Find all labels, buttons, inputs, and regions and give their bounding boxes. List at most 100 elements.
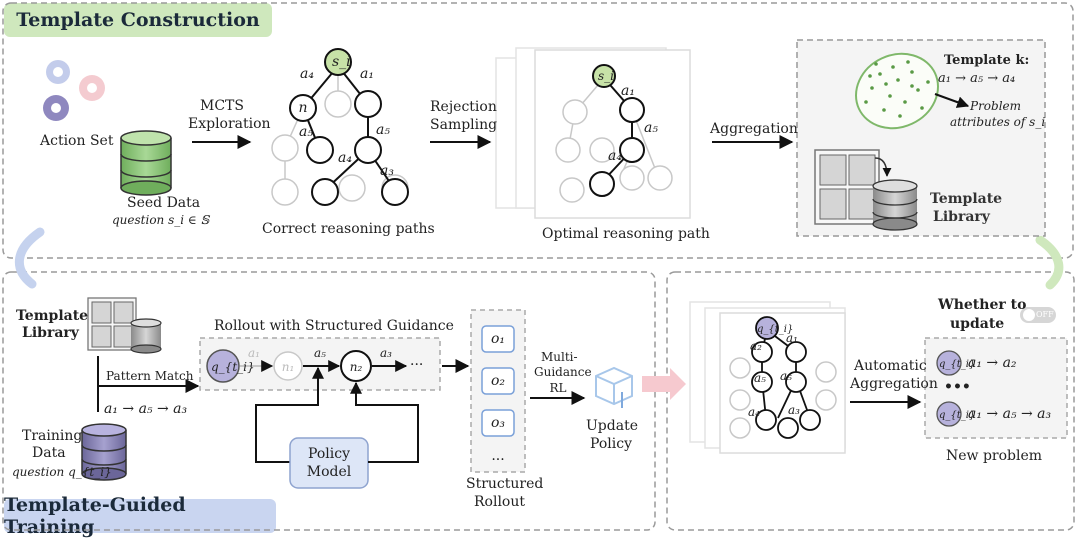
policy-model-label-2: Model (306, 464, 352, 480)
page-edge-a3: a₃ (788, 403, 800, 417)
multi-guidance-label-1: Multi- (541, 350, 578, 364)
tree-root-label: s_i (332, 54, 351, 70)
mcts-label-1: MCTS (200, 98, 244, 114)
output-o1 (481, 325, 515, 353)
rollout-node-n2: n₂ (349, 360, 363, 374)
mcts-label-2: Exploration (188, 116, 271, 132)
aggregation-label: Aggregation (710, 121, 798, 137)
opt-edge-a5: a₅ (644, 120, 658, 136)
tree-edge-a1: a₁ (360, 66, 374, 82)
page-root-label: q_{t_i} (757, 324, 794, 335)
transition-arrow (642, 368, 686, 400)
rollout-title: Rollout with Structured Guidance (214, 318, 454, 334)
rejection-label-1: Rejection (430, 99, 497, 115)
pattern-sequence: a₁ → a₅ → a₃ (104, 401, 188, 417)
output-ellipsis: ... (491, 448, 505, 464)
whether-update-label-2: update (950, 316, 1005, 332)
template-library-label-1: Template (930, 191, 1003, 207)
problem-attributes-label-1: Problem (970, 99, 1022, 113)
output-o1-label: o₁ (490, 331, 506, 347)
training-data-label-2: Data (32, 445, 66, 461)
bottom-left-frame (2, 271, 656, 531)
output-o3-label: o₃ (490, 415, 506, 431)
bottom-template-library-label-2: Library (22, 325, 79, 341)
seed-data-database-icon (120, 130, 172, 196)
rollout-node-q: q_{t_i} (211, 360, 255, 374)
new-problem-label: New problem (946, 448, 1043, 464)
result-node-q-2: q_{t_i} (939, 410, 976, 421)
policy-model-label-1: Policy (308, 446, 350, 462)
cube-icon (595, 366, 633, 408)
rollout-edge-a1: a₁ (248, 346, 260, 360)
new-problem-pages (689, 301, 846, 454)
template-library-icon (814, 149, 918, 231)
opt-root-label: s_i (598, 69, 614, 83)
correct-paths-label: Correct reasoning paths (262, 221, 435, 237)
update-policy-label-2: Policy (590, 436, 632, 452)
toggle-off-label[interactable]: OFF (1036, 310, 1054, 319)
tree-edge-a3: a₃ (380, 163, 394, 179)
tree-edge-a5-left: a₅ (299, 124, 313, 140)
result-node-q-1: q_{t_i} (939, 359, 976, 370)
rollout-dots: ··· (410, 357, 424, 373)
gear-icon (46, 60, 70, 84)
auto-aggregation-label-1: Automatic (854, 358, 927, 374)
opt-edge-a4: a₄ (608, 148, 622, 164)
problem-attributes-label-2: attributes of s_i (950, 115, 1046, 129)
training-data-database-icon (81, 423, 127, 481)
template-library-icon (87, 297, 162, 354)
gear-icon (43, 95, 69, 121)
bottom-template-library-label-1: Template (16, 308, 89, 324)
rejection-label-2: Sampling (430, 117, 498, 133)
pattern-match-label: Pattern Match (106, 369, 194, 383)
auto-aggregation-label-2: Aggregation (850, 376, 938, 392)
seed-data-label: Seed Data (127, 195, 201, 211)
tree-edge-a4-lower: a₄ (338, 150, 352, 166)
training-question-label: question q_{t_i} (12, 465, 112, 479)
output-o2 (481, 367, 515, 395)
whether-update-label-1: Whether to (938, 297, 1027, 313)
result-seq-1: a₁ → a₂ (968, 355, 1017, 371)
template-library-label-2: Library (933, 209, 990, 225)
page-edge-a5-left: a₅ (754, 371, 766, 385)
action-set-label: Action Set (40, 133, 114, 149)
left-loop-arrow (14, 227, 45, 289)
tree-edge-a4: a₄ (300, 66, 314, 82)
tree-edge-a5-right: a₅ (376, 122, 390, 138)
template-k-label: Template k: (944, 53, 1030, 68)
multi-guidance-label-3: RL (549, 381, 567, 395)
output-o3 (481, 409, 515, 437)
page-edge-a4: a₄ (748, 405, 760, 419)
policy-loop-left (255, 366, 324, 463)
rollout-chain (206, 349, 408, 383)
rollout-edge-a5: a₅ (314, 346, 326, 360)
training-data-label-1: Training (22, 428, 83, 444)
result-seq-2: a₁ → a₅ → a₃ (968, 406, 1052, 422)
page-edge-a2: a₂ (750, 339, 762, 353)
template-construction-title: Template Construction (4, 3, 272, 37)
page-edge-a5-right: a₅ (780, 369, 792, 383)
template-guided-training-title: Template-Guided Training (4, 494, 276, 538)
opt-edge-a1: a₁ (621, 83, 635, 99)
page-edge-a1: a₁ (786, 331, 798, 345)
template-k-sequence: a₁ → a₅ → a₄ (938, 71, 1016, 86)
output-o2-label: o₂ (490, 373, 506, 389)
tree-n-label: n (298, 100, 308, 116)
right-loop-arrow (1035, 235, 1064, 290)
rollout-edge-a3: a₃ (380, 346, 392, 360)
structured-rollout-label-1: Structured (466, 476, 544, 492)
gear-icon (79, 75, 105, 101)
result-dots: ••• (944, 379, 971, 395)
mcts-tree (271, 48, 409, 206)
structured-rollout-label-2: Rollout (474, 494, 525, 510)
attribute-cluster (855, 52, 970, 130)
seed-question-label: question s_i ∈ 𝕊 (112, 213, 210, 227)
update-policy-label-1: Update (586, 418, 638, 434)
optimal-path-label: Optimal reasoning path (542, 226, 710, 242)
multi-guidance-label-2: Guidance (534, 365, 592, 379)
optimal-path-pages (495, 47, 691, 219)
top-section-frame (2, 2, 1074, 259)
rollout-node-n1: n₁ (281, 360, 295, 374)
bottom-right-frame (666, 271, 1075, 531)
